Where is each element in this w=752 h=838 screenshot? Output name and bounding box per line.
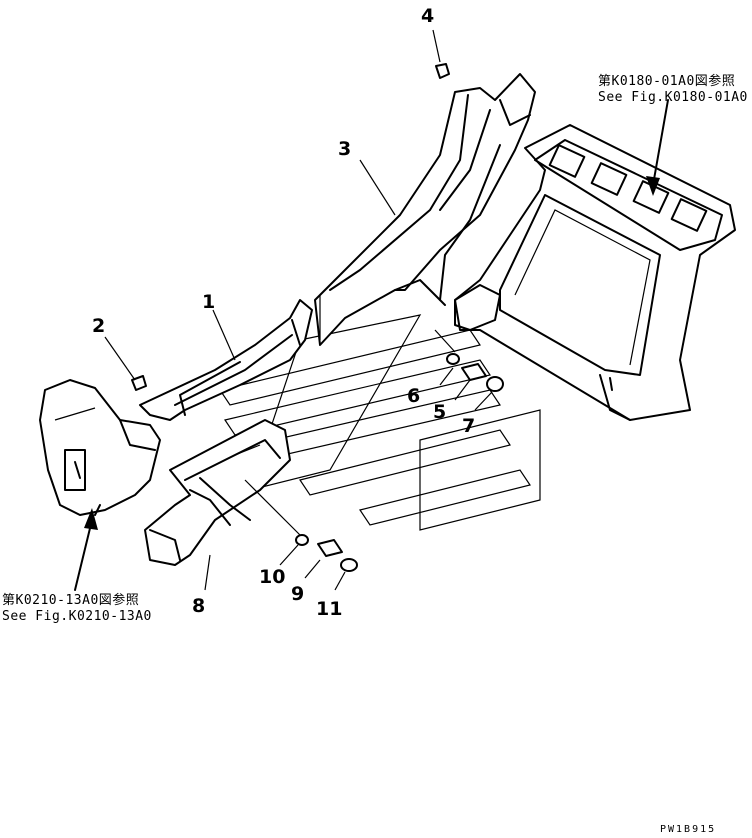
callout-5: 5	[433, 401, 446, 423]
clip-2	[131, 375, 147, 391]
bolt-9	[317, 539, 343, 557]
washer-6	[446, 353, 460, 365]
lower-bracket-part	[144, 419, 291, 566]
hardware-parts	[131, 63, 504, 572]
callout-10: 10	[259, 566, 285, 588]
pillar-trim-part	[314, 73, 536, 346]
cap-11	[340, 558, 358, 572]
callout-8: 8	[192, 595, 205, 617]
watermark-logo	[219, 314, 541, 531]
callout-1: 1	[202, 291, 215, 313]
washer-10	[295, 534, 309, 546]
drawing-code: PW1B915	[660, 824, 716, 835]
clip-4	[435, 63, 450, 79]
callout-6: 6	[407, 385, 420, 407]
callout-2: 2	[92, 315, 105, 337]
rear-console-assembly	[454, 124, 736, 421]
callout-3: 3	[338, 138, 351, 160]
callout-4: 4	[421, 5, 434, 27]
left-cover-assembly	[39, 379, 161, 516]
ref-upper-right-en: See Fig.K0180-01A0	[598, 90, 748, 105]
callout-9: 9	[291, 583, 304, 605]
ref-upper-right-jp: 第K0180-01A0図参照	[598, 73, 735, 89]
bolt-5	[461, 363, 487, 381]
callout-labels: 1 2 3 4 5 6 7 8 9 10 11	[92, 5, 475, 620]
cap-7	[486, 376, 504, 392]
callout-11: 11	[316, 598, 342, 620]
side-trim-part	[139, 299, 313, 421]
reference-notes: 第K0180-01A0図参照 See Fig.K0180-01A0 第K0210…	[2, 73, 748, 624]
callout-7: 7	[462, 415, 475, 437]
leader-lines	[74, 29, 669, 591]
ref-lower-left-en: See Fig.K0210-13A0	[2, 609, 152, 624]
ref-lower-left-jp: 第K0210-13A0図参照	[2, 592, 139, 608]
